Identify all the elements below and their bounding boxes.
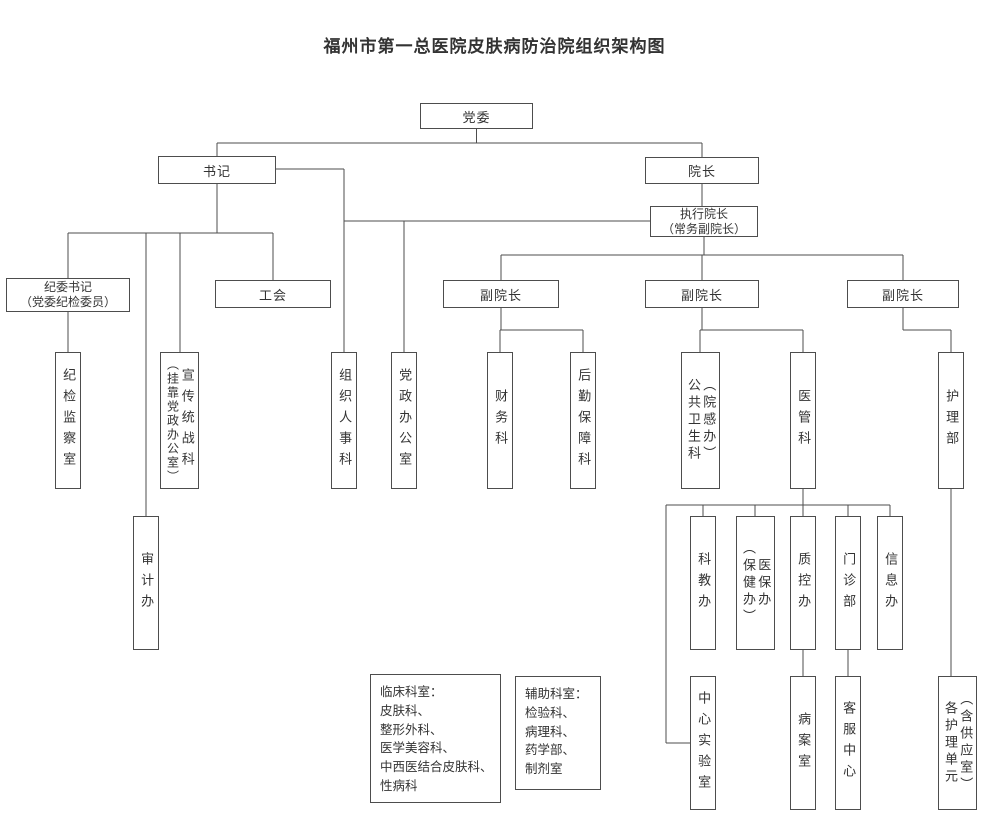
node-outpatient-department: 门诊部 bbox=[835, 516, 861, 650]
list-line: 病理科、 bbox=[525, 724, 576, 739]
node-label: 客服中心 bbox=[841, 701, 857, 785]
node-label-line2: （常务副院长） bbox=[661, 221, 746, 236]
node-customer-service-center: 客服中心 bbox=[835, 676, 861, 810]
list-line: 制剂室 bbox=[525, 762, 563, 776]
node-label-right: 宣传统战科 bbox=[179, 368, 195, 473]
node-label: 党政办公室 bbox=[397, 368, 413, 473]
node-party-government-office: 党政办公室 bbox=[391, 352, 417, 489]
node-nursing-department: 护理部 bbox=[938, 352, 964, 489]
node-label: 门诊部 bbox=[841, 551, 857, 615]
list-line: 整形外科、 bbox=[380, 722, 443, 737]
node-label: 院长 bbox=[687, 164, 716, 179]
node-label-right: （院感办） bbox=[701, 378, 717, 463]
list-line: 医学美容科、 bbox=[380, 741, 456, 756]
list-line: 中西医结合皮肤科、 bbox=[380, 760, 493, 774]
clinical-departments-list: 临床科室： 皮肤科、 整形外科、 医学美容科、 中西医结合皮肤科、 性病科 bbox=[370, 674, 501, 803]
node-label: 审计办 bbox=[139, 551, 155, 615]
node-label-right: 医保办 bbox=[756, 557, 772, 609]
node-medical-records-room: 病案室 bbox=[790, 676, 816, 810]
node-logistics-support-section: 后勤保障科 bbox=[570, 352, 596, 489]
node-label-left: （保健办） bbox=[741, 540, 756, 626]
node-label: 后勤保障科 bbox=[576, 368, 592, 473]
node-central-laboratory: 中心实验室 bbox=[690, 676, 716, 810]
node-discipline-committee-secretary: 纪委书记 （党委纪检委员） bbox=[6, 278, 130, 312]
node-label: 党委 bbox=[462, 109, 491, 125]
node-label: 病案室 bbox=[796, 711, 812, 775]
node-label-left: 各护理单元 bbox=[943, 700, 958, 786]
node-vice-president-1: 副院长 bbox=[443, 280, 559, 308]
node-information-office: 信息办 bbox=[877, 516, 903, 650]
node-label: 科教办 bbox=[696, 551, 712, 615]
node-label: 纪检监察室 bbox=[61, 368, 77, 473]
list-line: 临床科室： bbox=[380, 685, 443, 699]
node-label: 信息办 bbox=[883, 551, 899, 615]
node-labor-union: 工会 bbox=[215, 280, 331, 308]
node-label-line1: 执行院长 bbox=[679, 206, 728, 221]
node-label: 质控办 bbox=[796, 551, 812, 615]
node-label: 财务科 bbox=[493, 389, 509, 452]
list-line: 检验科、 bbox=[525, 705, 576, 720]
node-audit-office: 审计办 bbox=[133, 516, 159, 650]
node-executive-president: 执行院长 （常务副院长） bbox=[650, 206, 758, 237]
list-line: 性病科 bbox=[380, 778, 418, 793]
node-label-left: 公共卫生科 bbox=[686, 378, 701, 463]
node-vice-president-3: 副院长 bbox=[847, 280, 959, 308]
node-secretary: 书记 bbox=[158, 156, 276, 184]
node-label-left: （挂靠党政办公室） bbox=[165, 357, 180, 484]
node-nursing-units: 各护理单元 （含供应室） bbox=[938, 676, 977, 810]
node-label: 副院长 bbox=[881, 287, 924, 303]
node-propaganda-united-front-section: （挂靠党政办公室） 宣传统战科 bbox=[160, 352, 199, 489]
chart-title: 福州市第一总医院皮肤病防治院组织架构图 bbox=[323, 37, 666, 56]
list-line: 皮肤科、 bbox=[380, 703, 431, 718]
node-vice-president-2: 副院长 bbox=[645, 280, 759, 308]
node-label-line2: （党委纪检委员） bbox=[19, 295, 116, 309]
node-medical-management-section: 医管科 bbox=[790, 352, 816, 489]
list-line: 辅助科室： bbox=[525, 687, 588, 701]
node-finance-section: 财务科 bbox=[487, 352, 513, 489]
auxiliary-departments-list: 辅助科室： 检验科、 病理科、 药学部、 制剂室 bbox=[515, 676, 601, 790]
node-discipline-inspection-office: 纪检监察室 bbox=[55, 352, 81, 489]
node-party-committee: 党委 bbox=[420, 103, 533, 129]
node-public-health-section: 公共卫生科 （院感办） bbox=[681, 352, 720, 489]
node-label: 工会 bbox=[258, 287, 287, 303]
node-medical-insurance-office: （保健办） 医保办 bbox=[736, 516, 775, 650]
node-label: 护理部 bbox=[944, 389, 960, 452]
node-organization-personnel-section: 组织人事科 bbox=[331, 352, 357, 489]
node-label: 组织人事科 bbox=[337, 368, 353, 473]
node-label: 医管科 bbox=[796, 389, 812, 452]
node-president: 院长 bbox=[645, 157, 759, 184]
node-label-right: （含供应室） bbox=[958, 692, 974, 794]
node-label: 副院长 bbox=[479, 287, 522, 303]
node-label: 副院长 bbox=[680, 287, 723, 303]
node-label-line1: 纪委书记 bbox=[43, 280, 92, 294]
list-line: 药学部、 bbox=[525, 743, 576, 758]
node-label: 中心实验室 bbox=[696, 690, 712, 796]
node-label: 书记 bbox=[202, 163, 231, 179]
node-science-education-office: 科教办 bbox=[690, 516, 716, 650]
node-quality-control-office: 质控办 bbox=[790, 516, 816, 650]
